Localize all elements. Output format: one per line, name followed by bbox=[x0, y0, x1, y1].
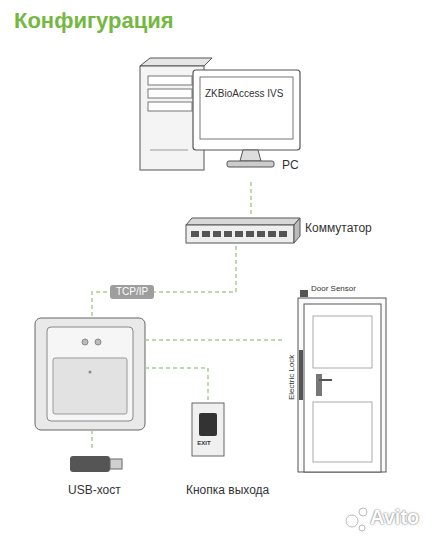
usb-node: USB-хост bbox=[62, 450, 142, 502]
node-label: USB-хост bbox=[68, 484, 121, 498]
door bbox=[298, 290, 386, 472]
dashed-connector bbox=[250, 182, 252, 214]
exit-button-part bbox=[199, 413, 217, 436]
door-part bbox=[298, 298, 386, 472]
network-switch bbox=[186, 218, 300, 243]
exit-button-part bbox=[192, 403, 224, 456]
door-part bbox=[304, 304, 381, 472]
pc-tower-part bbox=[148, 76, 192, 85]
watermark-logo-part bbox=[346, 515, 358, 527]
exit-button bbox=[192, 403, 224, 456]
vertical-label: Electric Lock bbox=[287, 355, 296, 400]
exit-node: EXIT Кнопка выхода bbox=[180, 400, 295, 505]
network-switch-part bbox=[186, 218, 300, 225]
door-node: Door SensorElectric Lock bbox=[283, 283, 391, 475]
pc-monitor-part bbox=[227, 161, 274, 167]
node-label: Door Sensor bbox=[311, 284, 356, 293]
diagram-title: Конфигурация bbox=[14, 8, 174, 33]
face-terminal-part bbox=[82, 339, 88, 345]
pc-monitor bbox=[193, 70, 300, 167]
door-part bbox=[316, 374, 322, 396]
node-label: ZKBioAccess IVS bbox=[205, 88, 283, 100]
node-label: Коммутатор bbox=[305, 222, 372, 236]
network-switch-part bbox=[186, 225, 294, 243]
network-switch-part bbox=[294, 218, 300, 243]
face-terminal-part bbox=[95, 339, 101, 345]
door-part bbox=[319, 379, 332, 381]
node-label: PC bbox=[282, 159, 299, 173]
node-label: EXIT bbox=[192, 440, 216, 447]
door-part bbox=[299, 350, 303, 400]
face-terminal-part bbox=[47, 327, 133, 421]
pc-node: ZKBioAccess IVS PC bbox=[140, 60, 305, 182]
pc-monitor-part bbox=[200, 77, 293, 139]
face-terminal bbox=[35, 318, 145, 430]
pc-monitor-part bbox=[193, 70, 300, 150]
dashed-connector bbox=[91, 430, 93, 450]
pc-tower-part bbox=[148, 102, 192, 111]
door-part bbox=[313, 402, 372, 462]
terminal-node bbox=[35, 318, 145, 430]
watermark-logo bbox=[346, 508, 367, 531]
dashed-connector bbox=[92, 246, 236, 318]
face-terminal-part bbox=[35, 318, 145, 430]
pc-tower-part bbox=[148, 89, 192, 98]
watermark: Avito bbox=[370, 506, 419, 529]
pc-monitor-part bbox=[240, 150, 261, 161]
network-switch-part bbox=[190, 230, 289, 238]
node-label: Кнопка выхода bbox=[186, 484, 269, 498]
door-part bbox=[300, 290, 308, 297]
dashed-connector bbox=[145, 339, 283, 341]
switch-node: Коммутатор bbox=[182, 214, 392, 246]
usb-dongle-part bbox=[110, 459, 122, 469]
door-part bbox=[313, 316, 372, 368]
watermark-logo-part bbox=[359, 508, 367, 516]
protocol-label: TCP/IP bbox=[110, 285, 154, 299]
usb-dongle bbox=[70, 456, 122, 472]
usb-dongle-part bbox=[70, 456, 110, 472]
face-terminal-part bbox=[53, 358, 127, 414]
face-terminal-part bbox=[89, 371, 92, 374]
dashed-connector bbox=[145, 368, 208, 400]
watermark-logo-part bbox=[359, 525, 365, 531]
pc-tower-part bbox=[140, 58, 212, 66]
pc-tower-part bbox=[150, 150, 188, 151]
